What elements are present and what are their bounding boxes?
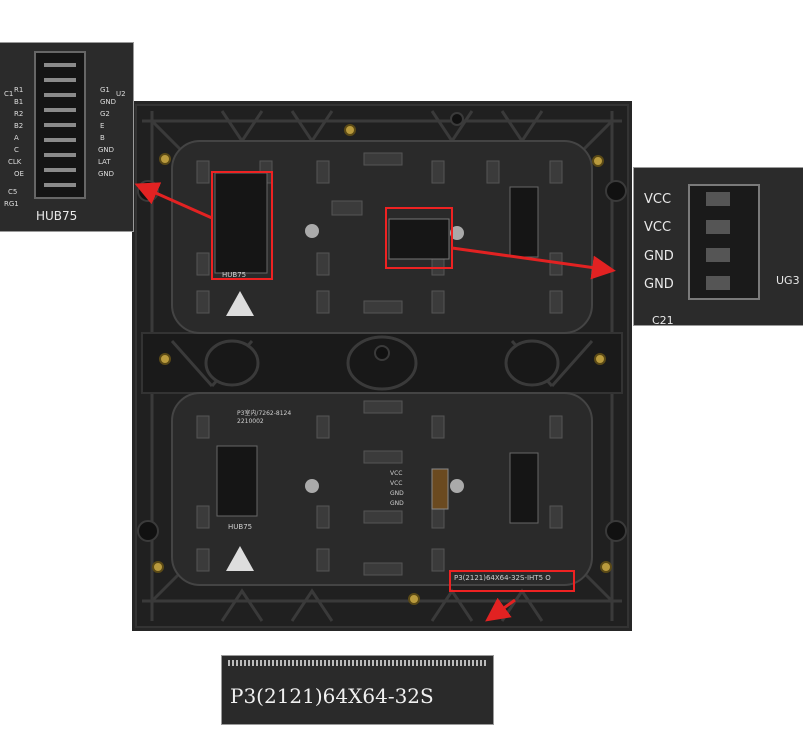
power-pin-3: GND bbox=[644, 277, 674, 292]
hub75-pin-right-4: B bbox=[100, 134, 105, 142]
top-board-chips bbox=[196, 152, 563, 316]
power-pin-1: VCC bbox=[644, 220, 672, 235]
hub75-pin-right-3: E bbox=[100, 122, 105, 130]
hub75-pin-left-1: B1 bbox=[14, 98, 24, 106]
model-label-zoom-inset: P3(2121)64X64-32S bbox=[222, 656, 493, 724]
power-label-c21: C21 bbox=[652, 314, 674, 325]
module-drawing: HUB75 P3室内/7262-8124 2210002 HUB75 VCC V… bbox=[135, 104, 629, 628]
power-pin-2: GND bbox=[644, 249, 674, 264]
hub75-pin-left-5: C bbox=[14, 146, 19, 154]
hub75-pin-right-1: GND bbox=[100, 98, 117, 106]
power-connector bbox=[688, 184, 760, 300]
model-label-text: P3(2121)64X64-32S bbox=[230, 684, 434, 708]
top-hub75-silk: HUB75 bbox=[222, 271, 246, 279]
hub75-pin-left-2: R2 bbox=[14, 110, 24, 118]
hub75-highlight-box bbox=[211, 171, 273, 280]
bottom-id-line-2: 2210002 bbox=[237, 418, 264, 425]
hub75-pin-left-7: OE bbox=[14, 170, 24, 178]
power-label-ug3: UG3 bbox=[776, 274, 800, 287]
hub75-connector bbox=[34, 51, 86, 199]
hub75-pin-right-0: G1 bbox=[100, 86, 110, 94]
hub75-pin-right-5: GND bbox=[98, 146, 115, 154]
bottom-board-chips bbox=[196, 400, 563, 576]
hub75-side-u2: U2 bbox=[116, 90, 126, 98]
bottom-pwr-4: GND bbox=[390, 500, 404, 507]
hub75-pin-right-7: GND bbox=[98, 170, 115, 178]
hub75-pin-right-2: G2 bbox=[100, 110, 110, 118]
bottom-pwr-1: VCC bbox=[390, 470, 402, 477]
bottom-pwr-3: GND bbox=[390, 490, 404, 497]
hub75-pin-left-3: B2 bbox=[14, 122, 24, 130]
power-pin-0: VCC bbox=[644, 192, 672, 207]
led-module-photo: HUB75 P3室内/7262-8124 2210002 HUB75 VCC V… bbox=[132, 101, 632, 631]
hub75-pin-left-0: R1 bbox=[14, 86, 24, 94]
bottom-pwr-2: VCC bbox=[390, 480, 402, 487]
power-highlight-box bbox=[385, 207, 453, 269]
hub75-zoom-inset: R1 B1 R2 B2 A C CLK OE G1 GND G2 E B GND… bbox=[0, 43, 133, 231]
hub75-side-rg1: RG1 bbox=[4, 200, 19, 208]
bottom-id-line-1: P3室内/7262-8124 bbox=[237, 409, 291, 417]
bottom-model-code: P3(2121)64X64-32S-IHT5 O bbox=[454, 574, 551, 582]
hub75-side-c1: C1 bbox=[4, 90, 14, 98]
hub75-pin-right-6: LAT bbox=[98, 158, 111, 166]
bottom-hub75-silk: HUB75 bbox=[228, 523, 252, 531]
hub75-inset-title: HUB75 bbox=[36, 209, 78, 223]
model-highlight-box bbox=[449, 570, 575, 592]
hub75-pin-left-6: CLK bbox=[8, 158, 22, 166]
power-zoom-inset: VCC VCC GND GND UG3 C21 bbox=[634, 168, 803, 325]
hub75-pin-left-4: A bbox=[14, 134, 19, 142]
hub75-side-c5: C5 bbox=[8, 188, 18, 196]
